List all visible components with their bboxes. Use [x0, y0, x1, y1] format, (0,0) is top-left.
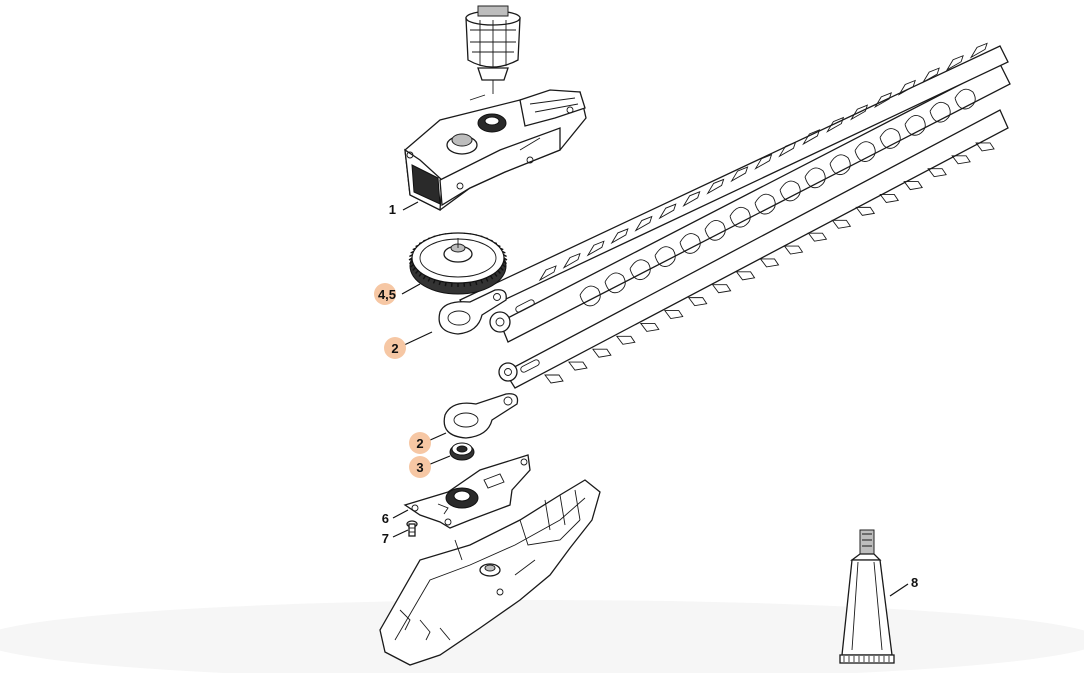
cutter-blade — [459, 42, 1011, 389]
callout-bearing-text: 3 — [416, 460, 423, 475]
callout-gear-highlight — [374, 283, 396, 305]
callout-plate-text: 6 — [382, 511, 389, 526]
callout-con-rod-lower-text: 2 — [416, 436, 423, 451]
needle-bearing — [449, 442, 475, 461]
leader-lines — [392, 201, 909, 597]
callout-housing[interactable]: 1 — [389, 202, 396, 217]
callout-grease-tube-text: 8 — [911, 575, 918, 590]
callout-screw-text: 7 — [382, 531, 389, 546]
callout-con-rod-upper-highlight — [384, 337, 406, 359]
connecting-rod-upper — [438, 289, 507, 335]
callout-con-rod-lower[interactable]: 2 — [409, 432, 431, 454]
ground-shadow — [0, 600, 1084, 673]
base-plate — [403, 454, 531, 529]
connecting-rod-lower — [443, 393, 519, 439]
callout-con-rod-lower-highlight — [409, 432, 431, 454]
callout-con-rod-upper-text: 2 — [391, 341, 398, 356]
motor — [465, 5, 521, 94]
screw — [406, 520, 418, 537]
gear-wheel — [408, 232, 508, 295]
grease-tube — [839, 529, 895, 664]
gear-housing — [404, 89, 587, 212]
callout-bearing[interactable]: 3 — [409, 456, 431, 478]
callout-screw[interactable]: 7 — [382, 531, 389, 546]
callout-bearing-highlight — [409, 456, 431, 478]
callout-housing-text: 1 — [389, 202, 396, 217]
bottom-cover — [379, 479, 601, 666]
callout-gear[interactable]: 4,5 — [374, 283, 396, 305]
callout-gear-text: 4,5 — [378, 287, 396, 302]
callout-con-rod-upper[interactable]: 2 — [384, 337, 406, 359]
callout-plate[interactable]: 6 — [382, 511, 389, 526]
callout-grease-tube[interactable]: 8 — [911, 575, 918, 590]
